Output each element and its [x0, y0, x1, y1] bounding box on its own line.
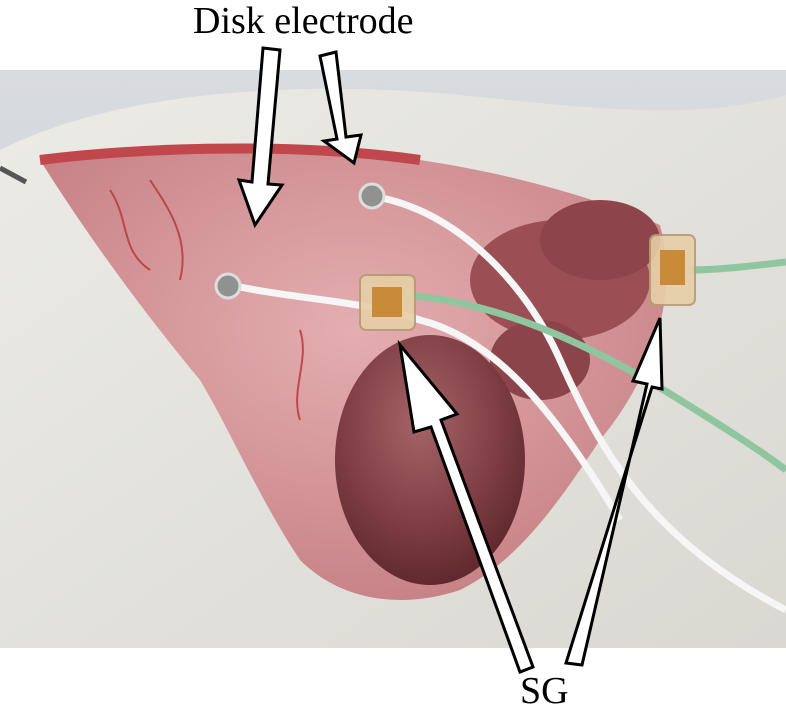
sg-label: SG: [520, 670, 569, 712]
white-wire: [359, 191, 786, 614]
arrow-sg-left: [397, 339, 535, 674]
arrow-sg-right: [564, 317, 664, 667]
disk-electrode: [358, 182, 386, 210]
arrow-disk-electrode-right: [318, 50, 363, 166]
organ: [335, 335, 525, 585]
arrow-disk-electrode-left: [236, 46, 285, 229]
probe: [0, 165, 28, 185]
strain-gauge: [359, 274, 416, 331]
tissue-rim: [39, 143, 421, 165]
strain-gauge: [649, 234, 696, 306]
intestine: [540, 200, 660, 280]
disk-electrode: [214, 272, 242, 300]
disk-electrode-label: Disk electrode: [193, 0, 414, 42]
green-wire: [689, 258, 786, 274]
white-wire: [229, 281, 624, 522]
